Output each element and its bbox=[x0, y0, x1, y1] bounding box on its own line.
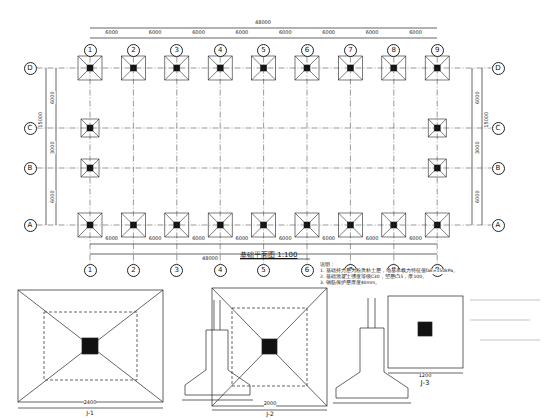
dimension-text: J-2 bbox=[266, 411, 274, 418]
axis-line bbox=[90, 57, 91, 264]
dimension-text: 6000 bbox=[192, 236, 205, 242]
axis-label: 3 bbox=[175, 47, 179, 54]
dimension-text: J-3 bbox=[421, 380, 430, 388]
dimension-text: 6000 bbox=[49, 190, 55, 203]
axis-bubble: 5 bbox=[257, 264, 270, 277]
axis-bubble: B bbox=[24, 162, 37, 175]
axis-bubble: 4 bbox=[214, 44, 227, 57]
axis-bubble: 8 bbox=[387, 44, 400, 57]
note-text: 1. 基础持力层为粉质粘土层，地基承载力特征值fak=150kPa。 bbox=[320, 269, 458, 274]
dimension-text: 2400 bbox=[84, 400, 97, 406]
axis-label: 5 bbox=[261, 47, 265, 54]
axis-bubble: 3 bbox=[170, 264, 183, 277]
axis-label: D bbox=[27, 65, 32, 72]
axis-label: D bbox=[495, 65, 500, 72]
axis-bubble: 1 bbox=[84, 264, 97, 277]
dimension-text: 3000 bbox=[474, 142, 480, 155]
axis-line bbox=[37, 225, 492, 226]
dimension-text: 15000 bbox=[38, 112, 44, 128]
dimension-text: 6000 bbox=[409, 236, 422, 242]
axis-label: 2 bbox=[131, 267, 135, 274]
note-text: 说明： bbox=[320, 262, 335, 268]
dimension-text: 6000 bbox=[149, 30, 162, 36]
dimension-text: 6000 bbox=[279, 30, 292, 36]
axis-line bbox=[37, 68, 492, 69]
axis-label: 3 bbox=[175, 267, 179, 274]
dimension-text: 6000 bbox=[105, 236, 118, 242]
axis-label: 5 bbox=[261, 267, 265, 274]
axis-bubble: 1 bbox=[84, 44, 97, 57]
dimension-text: 6000 bbox=[474, 92, 480, 105]
axis-label: C bbox=[496, 125, 501, 132]
dimension-text: 1200 bbox=[419, 373, 432, 379]
dimension-text: 15000 bbox=[484, 112, 490, 128]
axis-line bbox=[393, 57, 394, 264]
dimension-text: 6000 bbox=[366, 236, 379, 242]
dimension-text: 6000 bbox=[474, 190, 480, 203]
axis-label: 4 bbox=[218, 267, 222, 274]
axis-line bbox=[37, 128, 492, 129]
axis-label: A bbox=[28, 222, 33, 229]
axis-line bbox=[176, 57, 177, 264]
axis-bubble: 6 bbox=[301, 44, 314, 57]
axis-label: A bbox=[496, 222, 501, 229]
dimension-text: 6000 bbox=[366, 30, 379, 36]
axis-label: C bbox=[28, 125, 33, 132]
axis-bubble: D bbox=[24, 62, 37, 75]
note-text: 3. 钢筋保护层厚度40mm。 bbox=[320, 281, 380, 286]
axis-bubble: 5 bbox=[257, 44, 270, 57]
axis-bubble: 2 bbox=[127, 44, 140, 57]
axis-bubble: C bbox=[24, 122, 37, 135]
dimension-text: 6000 bbox=[236, 30, 249, 36]
drawing-title: 基础平面图 1:100 bbox=[240, 250, 297, 260]
axis-label: 6 bbox=[305, 267, 309, 274]
dimension-text: 48000 bbox=[255, 20, 271, 26]
dimension-text: 6000 bbox=[322, 236, 335, 242]
axis-label: 8 bbox=[392, 47, 396, 54]
axis-label: B bbox=[28, 165, 33, 172]
axis-label: 2 bbox=[131, 47, 135, 54]
axis-bubble: A bbox=[24, 219, 37, 232]
axis-label: B bbox=[496, 165, 501, 172]
axis-bubble: B bbox=[492, 162, 505, 175]
axis-label: 9 bbox=[435, 47, 439, 54]
dimension-text: 3000 bbox=[49, 142, 55, 155]
dimension-text: 6000 bbox=[322, 30, 335, 36]
axis-bubble: C bbox=[492, 122, 505, 135]
axis-bubble: 3 bbox=[170, 44, 183, 57]
axis-line bbox=[437, 57, 438, 264]
axis-line bbox=[133, 57, 134, 264]
dimension-text: 6000 bbox=[279, 236, 292, 242]
dimension-text: 6000 bbox=[49, 92, 55, 105]
axis-bubble: 6 bbox=[301, 264, 314, 277]
axis-label: 1 bbox=[88, 267, 92, 274]
axis-label: 6 bbox=[305, 47, 309, 54]
axis-bubble: A bbox=[492, 219, 505, 232]
dimension-text: 6000 bbox=[192, 30, 205, 36]
axis-bubble: 2 bbox=[127, 264, 140, 277]
dimension-text: 6000 bbox=[409, 30, 422, 36]
axis-line bbox=[350, 57, 351, 264]
axis-label: 1 bbox=[88, 47, 92, 54]
axis-line bbox=[307, 57, 308, 264]
axis-line bbox=[37, 168, 492, 169]
axis-bubble: 4 bbox=[214, 264, 227, 277]
axis-bubble: D bbox=[492, 62, 505, 75]
dimension-text: J-1 bbox=[86, 410, 94, 417]
axis-bubble: 9 bbox=[431, 44, 444, 57]
dimension-text: 6000 bbox=[105, 30, 118, 36]
axis-line bbox=[263, 57, 264, 264]
axis-label: 4 bbox=[218, 47, 222, 54]
axis-label: 7 bbox=[348, 47, 352, 54]
dimension-text: 6000 bbox=[236, 236, 249, 242]
axis-bubble: 7 bbox=[344, 44, 357, 57]
axis-line bbox=[220, 57, 221, 264]
dimension-text: 48000 bbox=[202, 256, 218, 262]
dimension-text: 6000 bbox=[149, 236, 162, 242]
note-text: 2. 基础混凝土强度等级C30，垫层C15，厚100。 bbox=[320, 275, 427, 280]
dimension-text: 2000 bbox=[264, 401, 277, 407]
